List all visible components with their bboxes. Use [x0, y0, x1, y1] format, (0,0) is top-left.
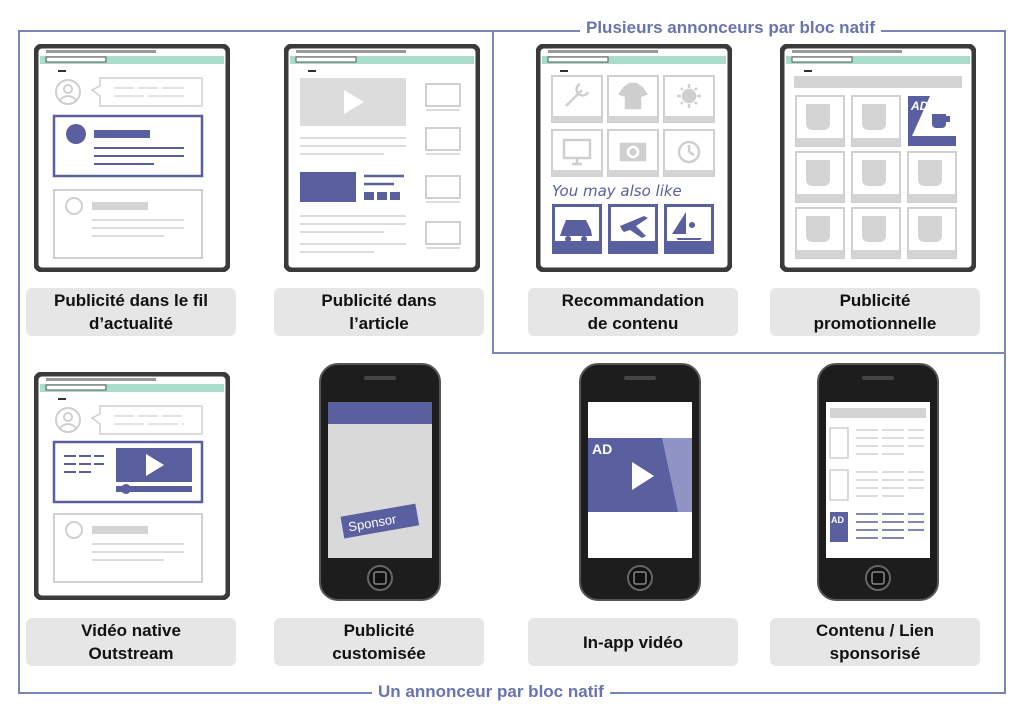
caption-outstream-video: Vidéo native Outstream [26, 618, 236, 666]
caption-newsfeed-ad: Publicité dans le fil d’actualité [26, 288, 236, 336]
wrench-icon [565, 82, 590, 107]
outstream-video-illustration [34, 372, 230, 600]
caption-in-article-ad: Publicité dans l’article [274, 288, 484, 336]
ad-badge: AD [910, 99, 929, 113]
sponsored-content-illustration: AD [817, 363, 939, 601]
multi-advertiser-title: Plusieurs annonceurs par bloc natif [580, 18, 882, 38]
ad-badge-video: AD [592, 441, 612, 457]
clock-icon [677, 140, 701, 164]
car-icon [560, 220, 592, 242]
caption-content-recommendation: Recommandation de contenu [528, 288, 738, 336]
you-may-also-like-text: You may also like [552, 182, 682, 200]
custom-ad-illustration: Sponsor [319, 363, 441, 601]
camera-icon [619, 142, 647, 162]
promotional-ad-illustration: AD [780, 44, 976, 272]
monitor-icon [562, 138, 592, 166]
caption-custom-ad: Publicité customisée [274, 618, 484, 666]
user-icon [55, 79, 81, 105]
windsurf-icon [672, 212, 702, 240]
caption-in-app-video: In-app vidéo [528, 618, 738, 666]
newsfeed-ad-illustration [34, 44, 230, 272]
sun-icon [677, 84, 701, 108]
airplane-icon [620, 216, 648, 238]
tshirt-icon [618, 82, 648, 110]
caption-promotional-ad: Publicité promotionnelle [770, 288, 980, 336]
in-app-video-illustration: AD [579, 363, 701, 601]
single-advertiser-title: Un annonceur par bloc natif [372, 682, 610, 702]
caption-sponsored-content: Contenu / Lien sponsorisé [770, 618, 980, 666]
cup-icon [796, 104, 956, 258]
in-article-ad-illustration [284, 44, 480, 272]
ad-badge-sponsored: AD [831, 515, 844, 525]
content-recommendation-illustration: You may also like [536, 44, 732, 272]
play-icon [344, 90, 364, 114]
